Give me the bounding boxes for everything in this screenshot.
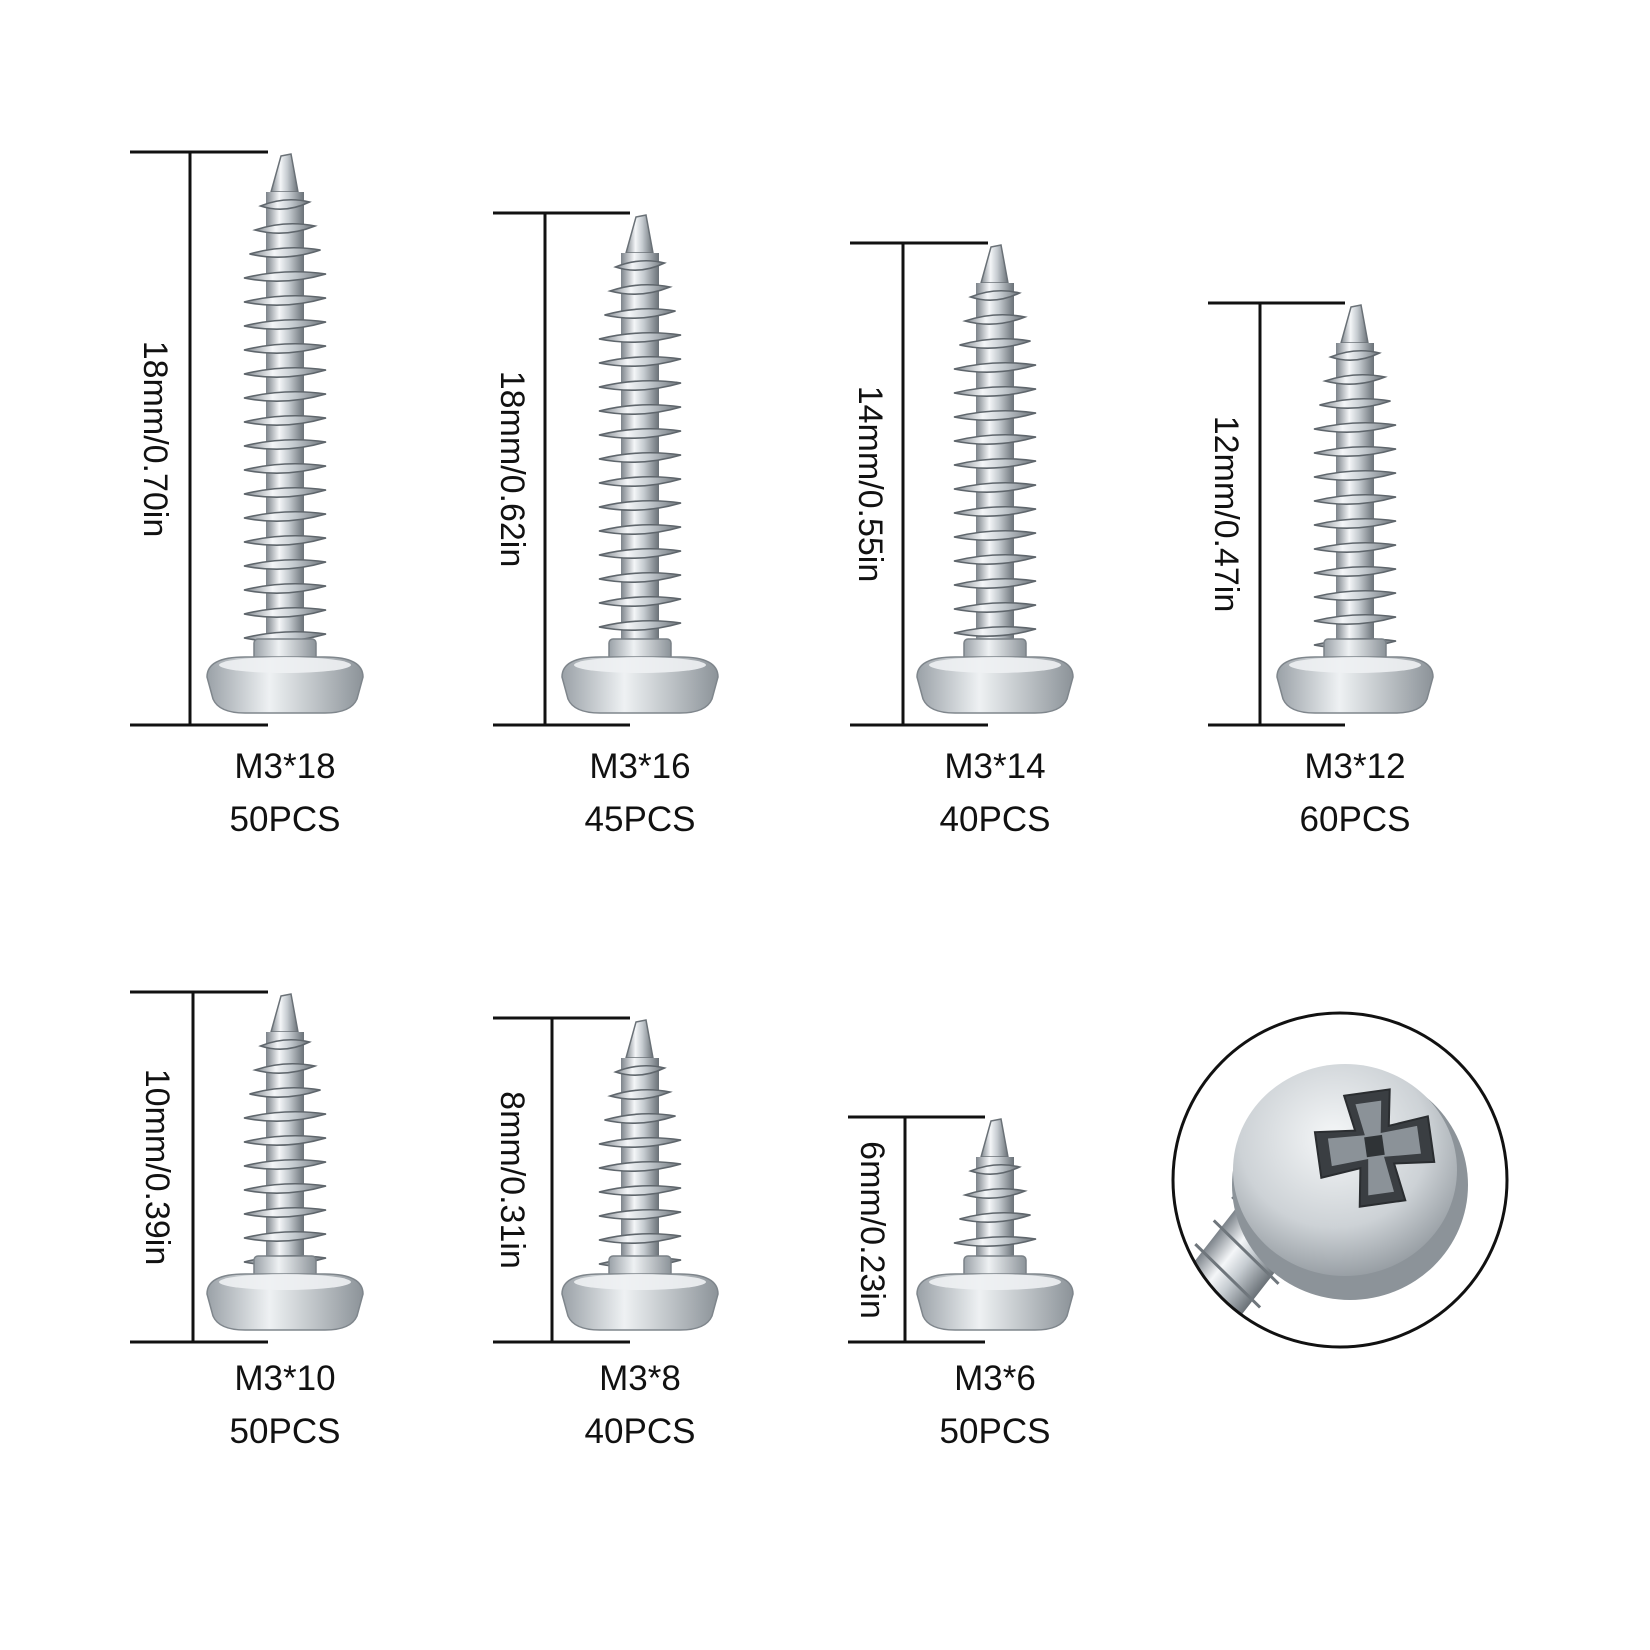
screw-m3x8 [493, 1016, 719, 1344]
dimension-label: 6mm/0.23in [853, 1140, 891, 1319]
dimension-marker [493, 1016, 630, 1344]
dimension-label: 18mm/0.62in [493, 370, 531, 568]
dimension-marker [1208, 301, 1345, 727]
dimension-marker [848, 1115, 985, 1344]
dimension-marker [130, 150, 268, 727]
screw-body-icon [916, 1118, 1074, 1331]
screw-m3x12 [1208, 301, 1434, 727]
screw-model: M3*8 [599, 1359, 681, 1398]
screw-quantity: 40PCS [584, 1412, 696, 1451]
screw-m3x18 [130, 150, 364, 727]
screw-caption: M3*12 60PCS [1300, 740, 1411, 846]
screw-m3x14 [850, 241, 1074, 727]
dimension-marker [130, 990, 268, 1344]
dimension-label: 18mm/0.70in [136, 340, 174, 537]
screw-model: M3*12 [1304, 747, 1406, 786]
screw-caption: M3*14 40PCS [940, 740, 1051, 846]
screw-m3x16 [493, 211, 719, 727]
screw-model: M3*6 [954, 1359, 1036, 1398]
screw-caption: M3*6 50PCS [940, 1352, 1051, 1458]
screw-caption: M3*8 40PCS [585, 1352, 696, 1458]
screw-quantity: 50PCS [229, 1412, 341, 1451]
screw-quantity: 45PCS [584, 800, 696, 839]
screw-body-icon [1276, 304, 1434, 714]
screw-m3x6 [848, 1115, 1074, 1344]
phillips-head-closeup-icon [1171, 1011, 1509, 1349]
screw-quantity: 60PCS [1299, 800, 1411, 839]
screw-model: M3*18 [234, 747, 336, 786]
screw-caption: M3*16 45PCS [585, 740, 696, 846]
screw-model: M3*14 [944, 747, 1046, 786]
screw-quantity: 50PCS [229, 800, 341, 839]
dimension-label: 14mm/0.55in [851, 385, 889, 583]
screw-body-icon [206, 993, 364, 1331]
screw-body-icon [916, 244, 1074, 714]
screw-body-icon [561, 214, 719, 714]
screw-body-icon [206, 153, 364, 714]
dimension-marker [493, 211, 630, 727]
screw-body-icon [561, 1019, 719, 1331]
dimension-label: 10mm/0.39in [138, 1068, 176, 1266]
screw-caption: M3*10 50PCS [230, 1352, 341, 1458]
screw-m3x10 [130, 990, 364, 1344]
dimension-label: 8mm/0.31in [493, 1091, 531, 1269]
screw-model: M3*16 [589, 747, 691, 786]
screw-caption: M3*18 50PCS [230, 740, 341, 846]
dimension-marker [850, 241, 988, 727]
screw-model: M3*10 [234, 1359, 336, 1398]
screw-quantity: 50PCS [939, 1412, 1051, 1451]
dimension-label: 12mm/0.47in [1207, 415, 1245, 613]
screw-quantity: 40PCS [939, 800, 1051, 839]
